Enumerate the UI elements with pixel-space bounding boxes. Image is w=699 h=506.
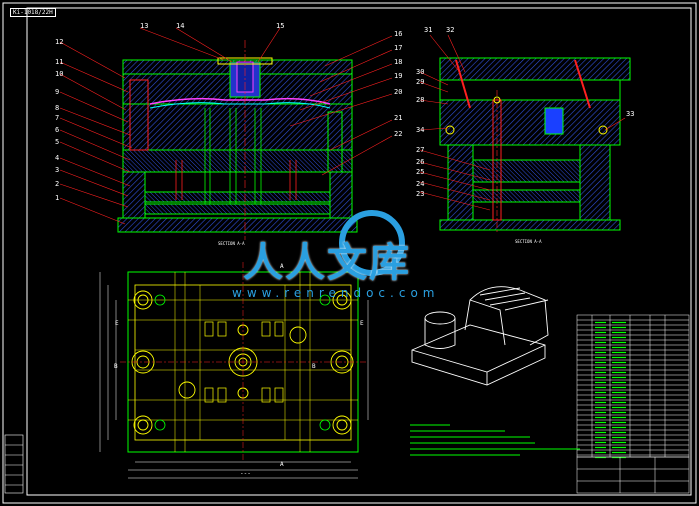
svg-text:B: B — [114, 363, 118, 370]
part-callout: 11 — [55, 58, 63, 66]
part-callout: 25 — [416, 168, 424, 176]
part-callout: 34 — [416, 126, 424, 134]
part-callout: 5 — [55, 138, 59, 146]
part-callout: 29 — [416, 78, 424, 86]
left-margin-block — [4, 434, 24, 494]
svg-text:A: A — [280, 461, 284, 468]
watermark-text: 人人文库 — [243, 240, 411, 286]
part-callout: 7 — [55, 114, 59, 122]
part-callout: 33 — [626, 110, 634, 118]
part-callout: 32 — [446, 26, 454, 34]
svg-text:SECTION A-A: SECTION A-A — [218, 241, 245, 246]
part-callout: 3 — [55, 166, 59, 174]
svg-text:SECTION A-A: SECTION A-A — [515, 239, 542, 244]
part-callout: 17 — [394, 44, 402, 52]
part-callout: 10 — [55, 70, 63, 78]
bill-of-materials — [576, 314, 690, 459]
technical-notes — [410, 424, 580, 456]
svg-text:A: A — [280, 263, 284, 270]
watermark-logo — [339, 210, 405, 276]
watermark-url: www.renrendoc.com — [232, 286, 440, 300]
title-block — [576, 456, 690, 494]
part-callout: 4 — [55, 154, 59, 162]
svg-text:---: --- — [240, 470, 251, 477]
svg-text:E: E — [360, 320, 364, 327]
part-callout: 12 — [55, 38, 63, 46]
svg-text:E: E — [115, 320, 119, 327]
part-callout: 21 — [394, 114, 402, 122]
part-callout: 2 — [55, 180, 59, 188]
side-section-view: SECTION A-A 23 24 25 26 27 28 29 30 31 32 33 34 — [416, 26, 634, 244]
part-callout: 19 — [394, 72, 402, 80]
part-callout: 23 — [416, 190, 424, 198]
part-callout: 28 — [416, 96, 424, 104]
part-callout: 26 — [416, 158, 424, 166]
part-callout: 8 — [55, 104, 59, 112]
part-callout: 15 — [276, 22, 284, 30]
drawing-number-label: Ki-1018/22H — [10, 8, 56, 17]
part-callout: 9 — [55, 88, 59, 96]
part-callout: 30 — [416, 68, 424, 76]
part-callout: 13 — [140, 22, 148, 30]
part-callout: 20 — [394, 88, 402, 96]
isometric-view — [411, 286, 549, 386]
part-callout: 24 — [416, 180, 424, 188]
part-callout: 31 — [424, 26, 432, 34]
inner-frame — [26, 7, 692, 496]
part-callout: 16 — [394, 30, 402, 38]
svg-text:B: B — [312, 363, 316, 370]
part-callout: 14 — [176, 22, 184, 30]
plan-view: A A B B E E --- — [99, 262, 369, 479]
part-callout: 18 — [394, 58, 402, 66]
part-callout: 22 — [394, 130, 402, 138]
part-callout: 6 — [55, 126, 59, 134]
part-callout: 1 — [55, 194, 59, 202]
part-callout: 27 — [416, 146, 424, 154]
